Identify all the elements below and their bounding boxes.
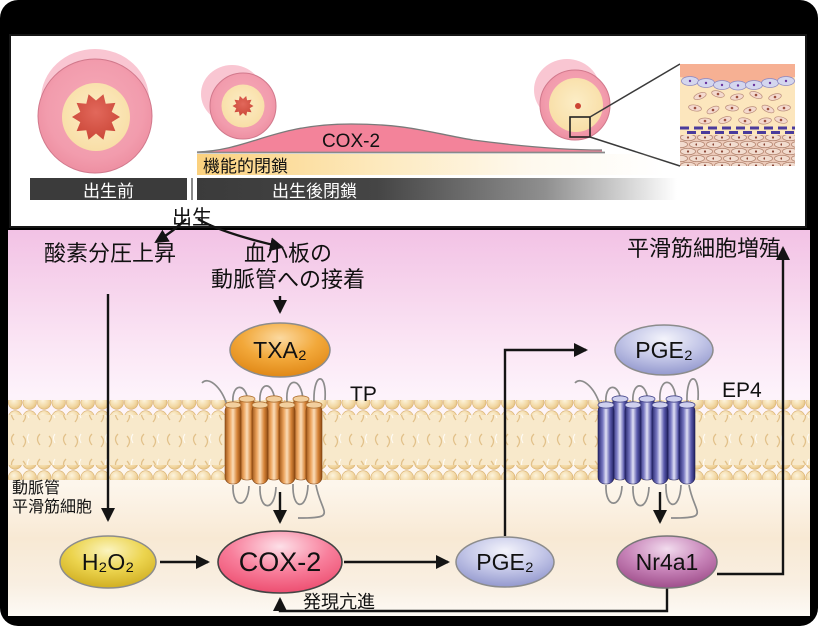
node-pge2-intracellular: PGE₂: [455, 536, 555, 588]
smc-cell-type-line2: 平滑筋細胞: [12, 498, 93, 516]
pathway-arrows: [101, 246, 790, 613]
ep4-receptor-label: EP4: [722, 379, 762, 402]
pge2-intracellular-label: PGE₂: [476, 549, 534, 575]
cox2-label: COX-2: [239, 547, 322, 577]
prenatal-label: 出生前: [83, 181, 134, 201]
h2o2-label: H₂O₂: [82, 549, 134, 575]
magnification-box: [569, 116, 591, 138]
vessel-lumen-star-small: [232, 96, 254, 116]
oxygen-rise-label: 酸素分圧上昇: [44, 241, 177, 266]
smc-cell-type-line1: 動脈管: [12, 480, 61, 497]
vessel-constricting: [201, 65, 277, 140]
node-h2o2: H₂O₂: [59, 535, 157, 589]
node-cox2: COX-2: [217, 530, 343, 594]
arrow-nr4a1-feedback-to-cox2: [273, 588, 669, 613]
birth-label: 出生: [172, 207, 212, 229]
upregulation-label: 発現亢進: [303, 592, 375, 612]
histology-inset: [680, 64, 795, 166]
node-nr4a1: Nr4a1: [616, 535, 718, 589]
vessel-open: [37, 49, 153, 174]
pge2-extracellular-label: PGE₂: [635, 337, 693, 363]
platelet-adhesion-line1: 血小板の: [243, 241, 332, 266]
birth-divider-line: [191, 178, 193, 200]
vessel-lumen-star: [72, 94, 120, 140]
tp-receptor-label: TP: [350, 383, 377, 406]
pathway-panel: TXA₂ PGE₂ H₂O₂ COX-2 PGE₂ Nr4a1: [8, 230, 810, 616]
functional-closure-bar: 機能的閉鎖: [197, 154, 797, 176]
nr4a1-label: Nr4a1: [636, 549, 699, 575]
node-pge2-extracellular: PGE₂: [614, 324, 714, 376]
prenatal-bar: 出生前: [30, 178, 187, 201]
postnatal-closure-label: 出生後閉鎖: [272, 181, 357, 201]
txa2-label: TXA₂: [253, 337, 307, 363]
tp-receptor: [201, 378, 326, 519]
node-txa2: TXA₂: [229, 322, 331, 378]
arrow-nr4a1-to-proliferation: [717, 246, 790, 576]
vessel-closed: [534, 59, 681, 167]
postnatal-closure-bar: 出生後閉鎖: [197, 178, 797, 201]
ep4-receptor: [574, 378, 699, 519]
smc-nuclei: [693, 92, 786, 123]
smc-cell-type-label: 動脈管 平滑筋細胞: [12, 480, 92, 518]
timeline-panel: 機能的閉鎖 出生前 出生後閉鎖 出生 COX-2: [9, 34, 807, 229]
endothelial-cell-row: [681, 76, 795, 91]
arrow-pge2-secretion: [503, 343, 588, 536]
cox2-curve-label: COX-2: [321, 131, 381, 152]
platelet-adhesion-label: 血小板の 動脈管への接着: [176, 241, 400, 294]
cox2-expression-curve: [196, 123, 605, 154]
functional-closure-label: 機能的閉鎖: [203, 157, 288, 176]
platelet-adhesion-line2: 動脈管への接着: [210, 267, 365, 293]
pathway-graphic: TXA₂ PGE₂ H₂O₂ COX-2 PGE₂ Nr4a1: [8, 246, 810, 613]
closed-lumen-dot: [575, 103, 581, 109]
smc-proliferation-label: 平滑筋細胞増殖: [627, 236, 782, 261]
